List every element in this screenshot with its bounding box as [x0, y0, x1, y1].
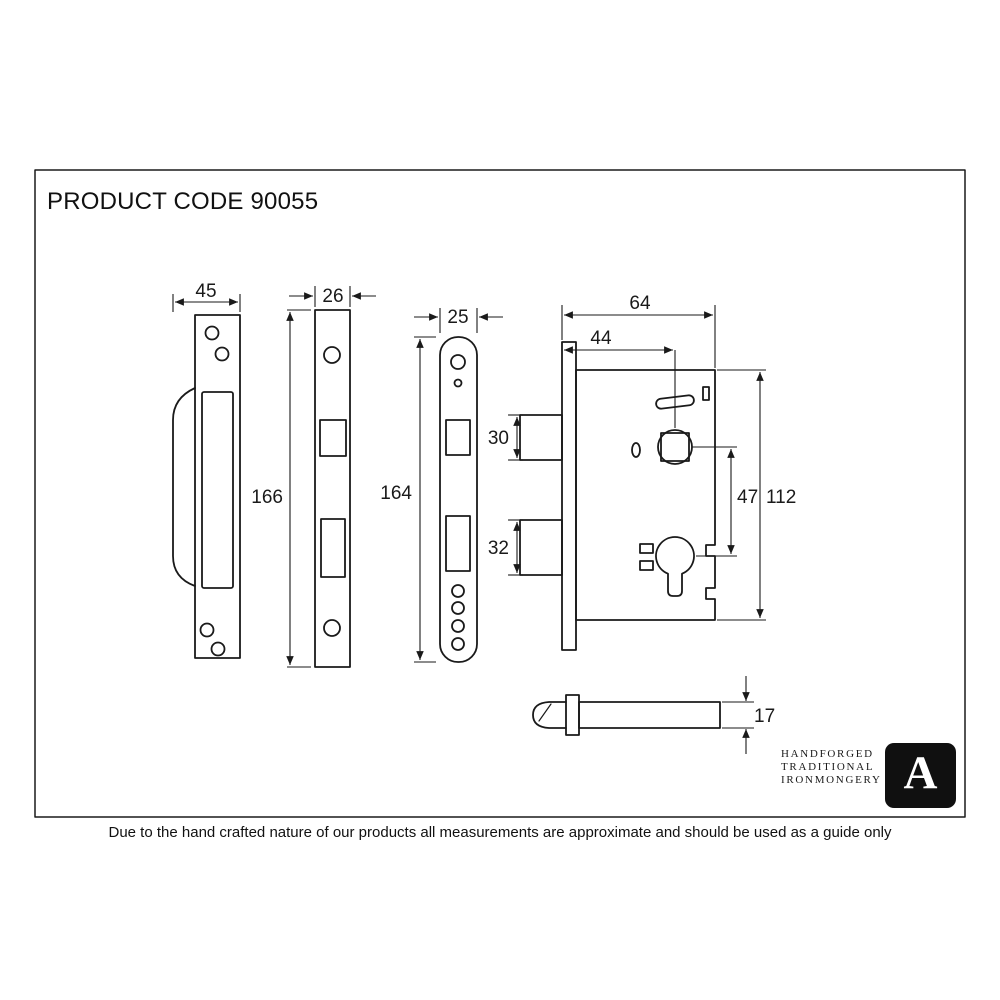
dim-dead-bolt-height: 32 — [488, 538, 509, 559]
spindle-follower-circle — [657, 429, 693, 465]
brand-line-1: HANDFORGED — [781, 748, 874, 760]
brand-wordmark: HANDFORGED TRADITIONAL IRONMONGERY — [781, 748, 882, 787]
page-border — [34, 169, 966, 818]
dim-latch-bolt-height: 30 — [488, 428, 509, 449]
dim-faceplate-width: 26 — [322, 286, 343, 307]
dim-forend-height: 164 — [380, 483, 412, 504]
forend-strip — [561, 341, 577, 651]
strike-plate-drawing — [172, 314, 241, 659]
dead-bolt — [519, 519, 563, 576]
dim-backset: 44 — [590, 328, 612, 349]
brand-monogram: A — [903, 747, 938, 799]
faceplate-drawing — [314, 309, 351, 668]
forend-drawing — [439, 336, 478, 663]
dim-centres: 47 — [737, 487, 758, 508]
spring-slot — [655, 394, 695, 410]
dim-strike-plate-width: 45 — [195, 281, 216, 302]
dim-case-width: 64 — [629, 293, 651, 314]
dim-case-height: 112 — [766, 487, 796, 508]
dimension-lines — [172, 286, 766, 754]
dim-forend-width: 25 — [447, 307, 468, 328]
brand-line-2: TRADITIONAL — [781, 761, 875, 773]
dim-faceplate-height: 166 — [251, 487, 283, 508]
lock-case-outline — [575, 369, 716, 621]
brand-line-3: IRONMONGERY — [781, 774, 882, 786]
lock-body-drawing — [519, 341, 716, 651]
latch-bolt — [519, 414, 563, 461]
spindle-drawing — [532, 694, 721, 736]
brand-logo: A — [885, 743, 956, 808]
dim-spindle-height: 17 — [754, 706, 775, 727]
spindle-follower-square — [660, 432, 690, 462]
euro-cylinder-cutout — [655, 536, 695, 597]
product-code-title: PRODUCT CODE 90055 — [47, 188, 319, 215]
dimension-labels: 45 26 166 25 164 64 44 30 32 47 112 17 — [195, 281, 796, 727]
measurement-disclaimer: Due to the hand crafted nature of our pr… — [108, 824, 892, 841]
